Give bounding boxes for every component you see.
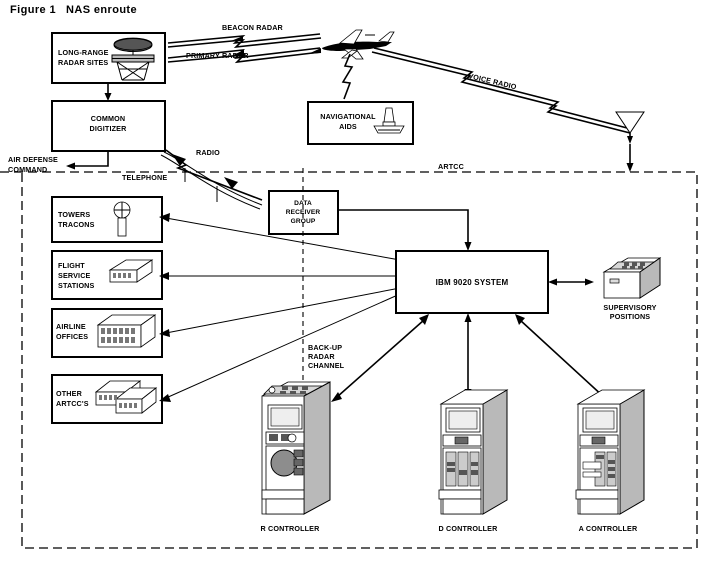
primary-radar-label: PRIMARY RADAR bbox=[186, 51, 249, 60]
towers-tracons-label-1: TOWERS bbox=[58, 210, 90, 219]
long-building-icon bbox=[96, 314, 157, 348]
vor-beacon-icon bbox=[373, 107, 405, 134]
air-defense-label-1: AIR DEFENSE bbox=[8, 155, 58, 164]
node-towers-tracons[interactable]: TOWERS TRACONS bbox=[51, 196, 163, 243]
node-airline-offices[interactable]: AIRLINE OFFICES bbox=[51, 308, 163, 358]
edge-ibm9020-to-r-controller bbox=[331, 314, 429, 402]
telephone-label: TELEPHONE bbox=[122, 173, 167, 182]
control-tower-icon bbox=[113, 201, 131, 237]
common-digitizer-label-2: DIGITIZER bbox=[90, 124, 128, 133]
beacon-radar-label: BEACON RADAR bbox=[222, 23, 284, 32]
air-defense-label-2: COMMAND bbox=[8, 165, 47, 174]
node-flight-service-stations[interactable]: FLIGHT SERVICE STATIONS bbox=[51, 250, 163, 300]
edge-radar-to-digitizer bbox=[104, 83, 112, 101]
node-common-digitizer[interactable]: COMMON DIGITIZER bbox=[51, 100, 166, 152]
flight-service-label-2: SERVICE bbox=[58, 271, 91, 280]
edge-digitizer-to-air-defense bbox=[66, 151, 109, 170]
data-receiver-label-2: RECEIVER bbox=[286, 209, 321, 216]
node-ibm-9020-system[interactable]: IBM 9020 SYSTEM bbox=[395, 250, 549, 314]
figure-title: NAS enroute bbox=[66, 4, 138, 16]
r-controller-console-icon bbox=[261, 381, 331, 515]
backup-radar-label-2: RADAR bbox=[308, 352, 335, 361]
edge-nav-aids-link bbox=[341, 53, 354, 100]
node-air-defense-command: AIR DEFENSE COMMAND bbox=[8, 155, 58, 174]
edge-radio bbox=[165, 149, 263, 201]
edge-ibm9020-to-a-controller bbox=[515, 314, 611, 404]
node-supervisory-positions[interactable]: SUPERVISORY POSITIONS bbox=[602, 257, 662, 321]
common-digitizer-label-1: COMMON bbox=[91, 114, 125, 123]
r-controller-label: R CONTROLLER bbox=[261, 524, 321, 533]
supervisory-console-icon bbox=[602, 257, 662, 299]
antenna-icon bbox=[615, 111, 645, 172]
airline-offices-label-1: AIRLINE bbox=[56, 322, 86, 331]
backup-radar-label-1: BACK-UP bbox=[308, 343, 342, 352]
towers-tracons-label-2: TRACONS bbox=[58, 220, 95, 229]
data-receiver-label-3: GROUP bbox=[291, 218, 316, 225]
nav-aids-label-1: NAVIGATIONAL bbox=[320, 112, 376, 121]
ibm-9020-label: IBM 9020 SYSTEM bbox=[436, 278, 509, 287]
flight-service-label-1: FLIGHT bbox=[58, 261, 85, 270]
long-range-radar-label-2: RADAR SITES bbox=[58, 58, 108, 67]
flight-service-label-3: STATIONS bbox=[58, 281, 95, 290]
other-artcc-label-1: OTHER bbox=[56, 389, 83, 398]
a-controller-console-icon bbox=[575, 389, 646, 515]
backup-radar-label-3: CHANNEL bbox=[308, 361, 345, 370]
artcc-boundary-label: ARTCC bbox=[438, 162, 464, 171]
edge-ibm9020-to-airline-offices bbox=[159, 287, 401, 337]
other-artcc-label-2: ARTCC'S bbox=[56, 399, 89, 408]
edge-drg-to-ibm9020 bbox=[338, 209, 472, 251]
edge-beacon-radar bbox=[167, 33, 322, 49]
radar-dish-icon bbox=[111, 37, 155, 81]
a-controller-label: A CONTROLLER bbox=[579, 524, 638, 533]
airline-offices-label-2: OFFICES bbox=[56, 332, 88, 341]
radio-label: RADIO bbox=[196, 148, 220, 157]
d-controller-console-icon bbox=[438, 389, 509, 515]
d-controller-label: D CONTROLLER bbox=[439, 524, 499, 533]
node-r-controller[interactable]: R CONTROLLER bbox=[261, 381, 331, 533]
node-navigational-aids[interactable]: NAVIGATIONAL AIDS bbox=[307, 101, 414, 145]
edge-ibm9020-to-flight-service bbox=[159, 272, 400, 280]
node-a-controller[interactable]: A CONTROLLER bbox=[575, 389, 646, 533]
supervisory-label-1: SUPERVISORY bbox=[603, 303, 656, 312]
supervisory-label-2: POSITIONS bbox=[610, 312, 651, 321]
edge-primary-radar bbox=[167, 47, 322, 64]
node-other-artccs[interactable]: OTHER ARTCC'S bbox=[51, 374, 163, 424]
edge-ibm9020-to-d-controller bbox=[464, 313, 472, 398]
edge-ibm9020-to-towers bbox=[159, 213, 401, 261]
nav-aids-label-2: AIDS bbox=[339, 122, 357, 131]
figure-number: Figure 1 bbox=[10, 4, 56, 16]
artcc-boundary bbox=[0, 171, 698, 549]
edge-telephone bbox=[160, 151, 263, 210]
flat-building-icon bbox=[108, 259, 154, 283]
edge-voice-radio bbox=[371, 47, 632, 134]
voice-radio-label: VOICE RADIO bbox=[468, 71, 518, 91]
edge-ibm9020-to-other-artccs bbox=[159, 293, 401, 402]
edge-ibm9020-to-supervisory bbox=[548, 278, 594, 286]
long-range-radar-label-1: LONG-RANGE bbox=[58, 48, 109, 57]
node-d-controller[interactable]: D CONTROLLER bbox=[438, 389, 509, 533]
data-receiver-label-1: DATA bbox=[294, 200, 312, 207]
paired-building-icon bbox=[94, 380, 158, 414]
figure-caption: Figure 1 NAS enroute bbox=[10, 4, 137, 16]
node-long-range-radar-sites[interactable]: LONG-RANGE RADAR SITES bbox=[51, 32, 166, 84]
